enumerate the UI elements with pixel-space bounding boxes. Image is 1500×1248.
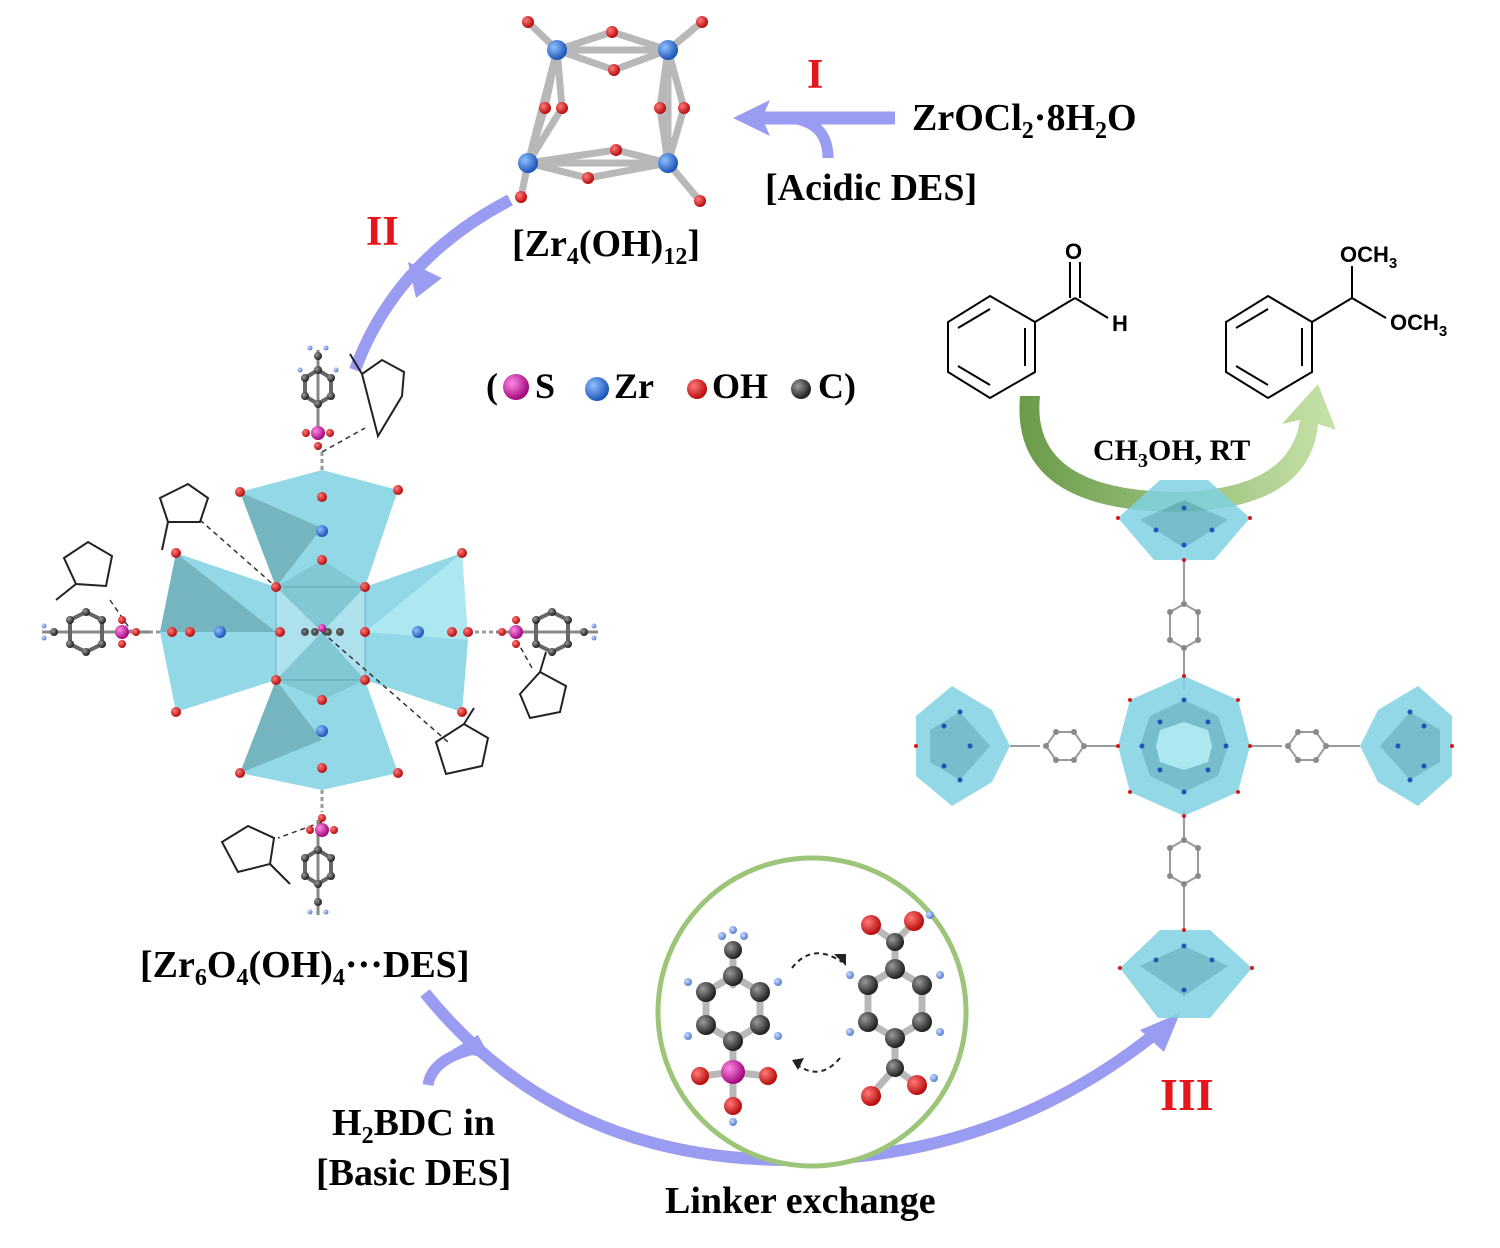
step-label-1: I xyxy=(807,52,823,98)
step-label-3: III xyxy=(1160,1069,1214,1120)
legend-sulfur-label: S xyxy=(535,366,555,406)
legend-carbon-label: C) xyxy=(818,366,856,406)
linker-exchange-panel xyxy=(655,855,969,1169)
legend-oh-ball xyxy=(687,379,707,399)
mof-node-bottom xyxy=(1120,930,1252,1018)
legend-open-paren: ( xyxy=(486,366,498,406)
label-zr6-des: [Zr6O4(OH)4···DES] xyxy=(140,944,469,991)
reagent-h2bdc: H2BDC in xyxy=(332,1102,495,1149)
legend-sulfur-ball xyxy=(503,374,529,400)
arrow-step-2-head xyxy=(408,262,442,298)
zr6-des-cluster xyxy=(41,345,598,915)
mof-node-center xyxy=(1118,676,1250,816)
mof-framework xyxy=(914,480,1454,1018)
arrow-step-3-mid-head xyxy=(452,1035,492,1060)
mof-node-right xyxy=(1360,686,1452,806)
reagent-zrocl2: ZrOCl2·8H2O xyxy=(912,97,1137,144)
arrow-step-3-feed xyxy=(422,1044,472,1087)
tosylate-left xyxy=(41,608,150,656)
mof-node-left xyxy=(916,686,1010,806)
benzaldehyde-h: H xyxy=(1112,311,1128,336)
acetalization-reaction: O H OCH3 OCH3 CH3OH, RT xyxy=(947,239,1447,512)
arrow-step-3-head xyxy=(1140,1013,1180,1052)
benzaldehyde-structure xyxy=(947,262,1109,400)
legend-zr-label: Zr xyxy=(614,366,654,406)
acetal-och3-top: OCH3 xyxy=(1340,242,1397,272)
reaction-conditions: CH3OH, RT xyxy=(1093,434,1250,472)
legend-oh-label: OH xyxy=(712,366,768,406)
benzaldehyde-o: O xyxy=(1065,239,1082,264)
arrow-step-1-head xyxy=(733,100,770,136)
mof-node-top xyxy=(1118,480,1250,560)
label-zr4-oh12: [Zr4(OH)12] xyxy=(512,223,700,270)
atom-legend: ( S Zr OH C) xyxy=(486,366,856,406)
reagent-basic-des: [Basic DES] xyxy=(316,1152,511,1194)
bdc-molecule xyxy=(846,911,944,1106)
acetal-och3-bottom: OCH3 xyxy=(1390,310,1447,340)
tosylate-right xyxy=(496,608,598,656)
tosylate-molecule xyxy=(684,926,782,1126)
reagent-acidic-des: [Acidic DES] xyxy=(765,167,977,209)
label-linker-exchange: Linker exchange xyxy=(665,1180,936,1222)
acetal-structure xyxy=(1225,266,1387,400)
tosylate-bottom xyxy=(301,814,338,915)
tosylate-top xyxy=(297,345,339,450)
legend-carbon-ball xyxy=(791,379,811,399)
step-label-2: II xyxy=(366,209,399,255)
reaction-arrow xyxy=(1019,384,1336,512)
zr4-cluster xyxy=(515,16,708,207)
arrow-step-1-feed xyxy=(789,112,834,159)
legend-zr-ball xyxy=(585,377,609,401)
